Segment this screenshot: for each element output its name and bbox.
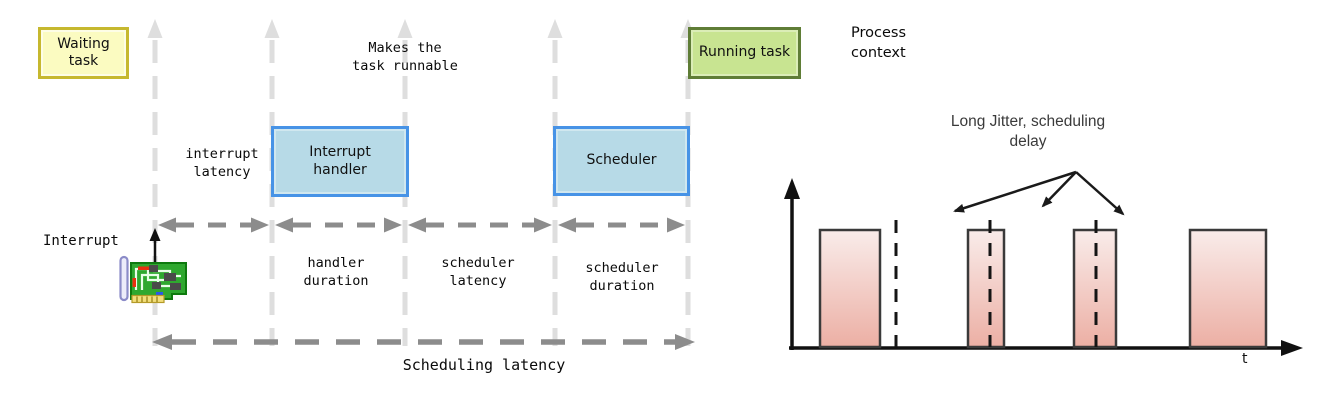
handler-duration-arrow	[275, 217, 402, 233]
scheduler-label: Scheduler	[586, 152, 657, 169]
waiting-task-label: Waiting task	[57, 35, 110, 70]
jitter-bar	[1188, 228, 1268, 349]
interrupt-label: Interrupt	[43, 233, 119, 249]
makes-task-runnable-label: Makes the task runnable	[352, 40, 458, 74]
waiting-task-box: Waiting task	[38, 27, 129, 79]
running-task-label: Running task	[698, 44, 791, 61]
jitter-annotation-label: Long Jitter, scheduling delay	[950, 113, 1106, 151]
y-axis-arrowhead	[784, 178, 800, 199]
scheduler-latency-label: scheduler latency	[441, 255, 515, 289]
scheduler-latency-arrow	[408, 217, 552, 233]
interrupt-arrow	[149, 228, 161, 262]
process-context-label: Process context	[851, 25, 907, 61]
scheduling-latency-label: Scheduling latency	[402, 356, 566, 374]
scheduling-latency-arrow	[152, 334, 695, 350]
interrupt-latency-arrow	[158, 217, 269, 233]
jitter-bar	[818, 228, 882, 349]
interrupt-latency-label: interrupt latency	[185, 146, 259, 180]
scheduler-box: Scheduler	[553, 126, 690, 196]
interrupt-handler-label: Interrupt handler	[309, 144, 371, 178]
interrupt-handler-box: Interrupt handler	[271, 126, 409, 197]
x-axis-arrowhead	[1281, 340, 1303, 356]
jitter-bars	[818, 228, 1268, 349]
jitter-bar	[966, 228, 1006, 349]
handler-duration-label: handler duration	[303, 255, 369, 289]
jitter-annotation-arrows	[953, 170, 1125, 216]
scheduler-duration-arrow	[558, 217, 685, 233]
scheduler-duration-label: scheduler duration	[585, 260, 659, 294]
network-card-icon	[119, 255, 187, 304]
time-axis-label: t	[1242, 351, 1248, 367]
duration-arrows	[158, 217, 685, 233]
running-task-box: Running task	[688, 27, 801, 79]
